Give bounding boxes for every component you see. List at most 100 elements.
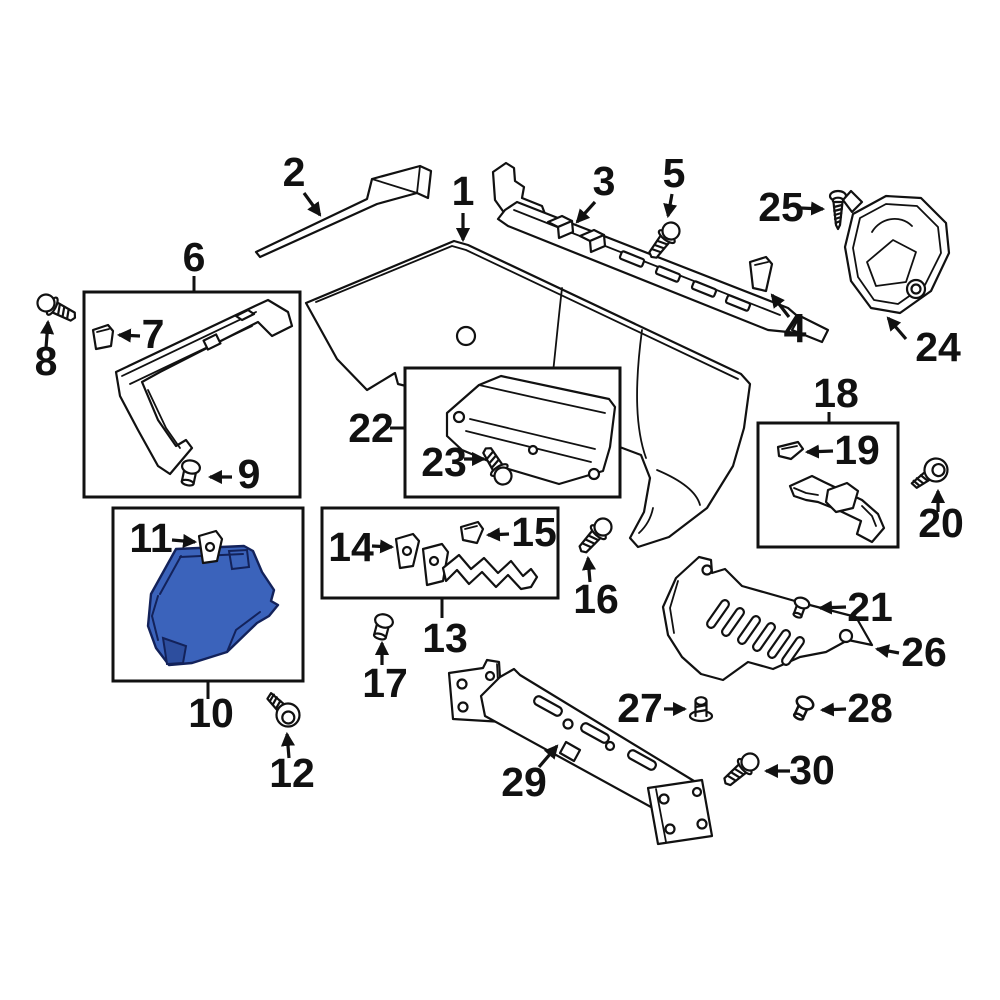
arrow-to-part-15: [485, 527, 510, 542]
part-label-24: 24: [915, 324, 961, 370]
part-label-20: 20: [918, 500, 964, 546]
part-12[interactable]: 12: [259, 686, 315, 796]
part-3-drawing: [491, 161, 830, 344]
part-label-5: 5: [663, 150, 686, 196]
screw-icon: [259, 686, 306, 733]
part-14-drawing: [394, 532, 421, 570]
part-14[interactable]: 14: [328, 524, 421, 570]
part-17[interactable]: 17: [362, 611, 408, 706]
part-29[interactable]: 29: [447, 658, 714, 846]
part-label-26: 26: [901, 629, 947, 675]
grommet-icon: [369, 611, 396, 643]
arrow-to-part-4: [770, 293, 791, 318]
part-label-28: 28: [847, 685, 893, 731]
part-19[interactable]: 19: [776, 427, 880, 473]
part-10-highlighted-panel: [146, 544, 280, 667]
part-19-drawing: [776, 440, 805, 461]
part-2-drawing: [254, 164, 433, 259]
screw-icon: [33, 289, 81, 328]
part-24-drawing: [841, 189, 951, 315]
part-23[interactable]: 23: [421, 439, 517, 490]
part-label-6: 6: [183, 234, 206, 280]
arrow-to-part-16: [581, 555, 597, 583]
part-26-drawing: [661, 555, 874, 682]
arrow-to-part-21: [817, 600, 847, 615]
part-label-12: 12: [269, 750, 315, 796]
arrow-to-part-28: [819, 702, 847, 717]
part-label-8: 8: [35, 338, 58, 384]
part-20[interactable]: 20: [905, 452, 964, 546]
part-13[interactable]: 13: [320, 506, 560, 661]
screw-icon: [905, 452, 954, 497]
arrow-to-part-24: [886, 316, 908, 341]
part-label-15: 15: [511, 509, 557, 555]
arrow-to-part-12: [280, 731, 296, 759]
part-11[interactable]: 11: [129, 515, 224, 565]
part-13-drawing: [421, 542, 539, 591]
arrow-to-part-5: [663, 193, 678, 219]
push-pin-icon: [788, 692, 817, 724]
part-label-29: 29: [501, 759, 547, 805]
part-7[interactable]: 7: [91, 311, 165, 357]
part-15-drawing: [459, 520, 485, 545]
part-15[interactable]: 15: [459, 509, 557, 555]
part-label-11: 11: [129, 515, 172, 561]
part-4[interactable]: 4: [748, 255, 807, 351]
part-30[interactable]: 30: [718, 747, 835, 793]
part-label-25: 25: [758, 184, 804, 230]
arrow-to-part-3: [575, 200, 597, 224]
arrow-to-part-25: [799, 201, 826, 216]
part-28[interactable]: 28: [788, 685, 893, 731]
part-8[interactable]: 8: [33, 289, 81, 384]
part-label-7: 7: [142, 311, 165, 357]
part-21[interactable]: 21: [788, 584, 893, 630]
part-18[interactable]: 18: [756, 370, 900, 549]
part-3[interactable]: 3: [491, 158, 830, 344]
part-label-13: 13: [422, 615, 468, 661]
part-label-9: 9: [238, 451, 261, 497]
part-9[interactable]: 9: [177, 451, 261, 497]
arrow-to-part-26: [874, 644, 900, 659]
part-5[interactable]: 5: [642, 150, 686, 264]
part-11-drawing: [197, 529, 224, 565]
screw-icon: [573, 513, 617, 559]
part-label-30: 30: [789, 747, 835, 793]
stud-icon: [688, 696, 714, 723]
part-7-drawing: [91, 323, 115, 351]
part-label-19: 19: [834, 427, 880, 473]
part-18-drawing: [788, 474, 886, 544]
part-label-18: 18: [813, 370, 859, 416]
part-label-14: 14: [328, 524, 374, 570]
part-22[interactable]: 22: [348, 366, 622, 499]
part-4-drawing: [748, 255, 774, 293]
part-26[interactable]: 26: [661, 555, 947, 682]
arrow-to-part-11: [171, 533, 198, 548]
arrow-to-part-8: [40, 319, 55, 349]
part-label-1: 1: [452, 168, 475, 214]
arrow-to-part-2: [302, 192, 322, 217]
arrow-to-part-19: [804, 444, 834, 459]
part-label-17: 17: [362, 660, 408, 706]
arrow-to-part-7: [116, 328, 141, 343]
arrow-to-part-14: [371, 539, 395, 554]
part-label-2: 2: [283, 149, 306, 195]
part-25[interactable]: 25: [758, 184, 848, 231]
part-29-drawing: [447, 658, 714, 846]
part-27[interactable]: 27: [617, 685, 714, 731]
part-label-10: 10: [188, 690, 234, 736]
part-16[interactable]: 16: [573, 513, 619, 622]
part-24[interactable]: 24: [841, 189, 961, 370]
part-6[interactable]: 6: [82, 234, 302, 499]
part-6-drawing: [114, 298, 294, 476]
part-label-21: 21: [847, 584, 893, 630]
screw-icon: [828, 189, 848, 231]
part-label-16: 16: [573, 576, 619, 622]
screw-icon: [718, 748, 764, 792]
part-label-4: 4: [784, 305, 807, 351]
part-label-22: 22: [348, 405, 394, 451]
arrow-to-part-29: [537, 744, 559, 769]
part-2[interactable]: 2: [254, 149, 433, 259]
part-label-3: 3: [593, 158, 616, 204]
